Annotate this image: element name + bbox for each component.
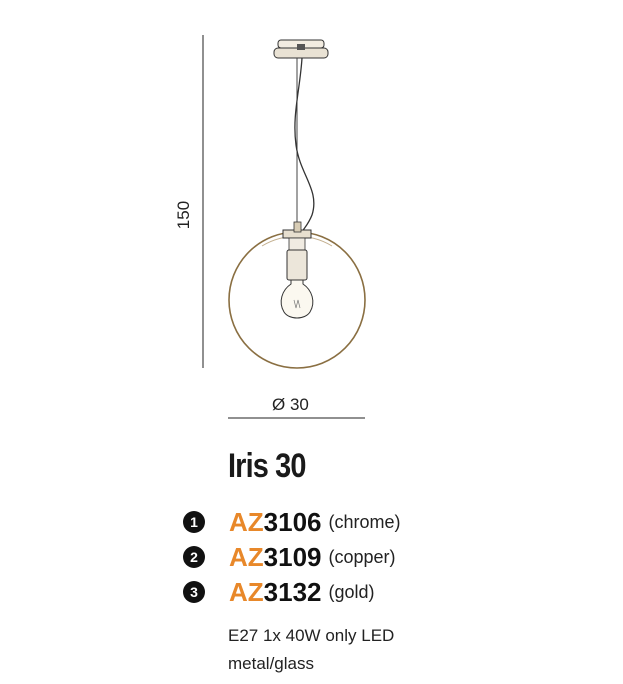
power-cord (294, 57, 315, 233)
variant-code-number: 3106 (263, 506, 322, 537)
variant-row: 1 AZ 3106 (chrome) (183, 507, 401, 537)
bulb-socket (286, 249, 308, 281)
lamp-drawing (202, 35, 366, 419)
variant-number-badge: 1 (183, 511, 205, 533)
height-label: 150 (174, 200, 194, 230)
variant-finish: (copper) (328, 546, 396, 567)
variant-number-badge: 3 (183, 581, 205, 603)
variant-code-prefix: AZ (229, 576, 264, 607)
bulb (280, 279, 314, 319)
variant-finish: (gold) (328, 581, 375, 602)
variant-row: 2 AZ 3109 (copper) (183, 542, 396, 572)
variant-finish: (chrome) (328, 511, 401, 532)
bulb-spec: E27 1x 40W only LED (228, 626, 395, 645)
variant-code-prefix: AZ (229, 541, 264, 572)
globe-fitting (282, 221, 312, 251)
variant-code-prefix: AZ (229, 506, 264, 537)
variant-number-badge: 2 (183, 546, 205, 568)
variant-code-number: 3109 (263, 541, 322, 572)
variant-code-number: 3132 (263, 576, 322, 607)
product-title: Iris 30 (228, 447, 306, 485)
material-spec: metal/glass (228, 654, 314, 673)
ceiling-canopy (273, 39, 329, 59)
variant-row: 3 AZ 3132 (gold) (183, 577, 375, 607)
diameter-label: Ø 30 (272, 395, 309, 414)
